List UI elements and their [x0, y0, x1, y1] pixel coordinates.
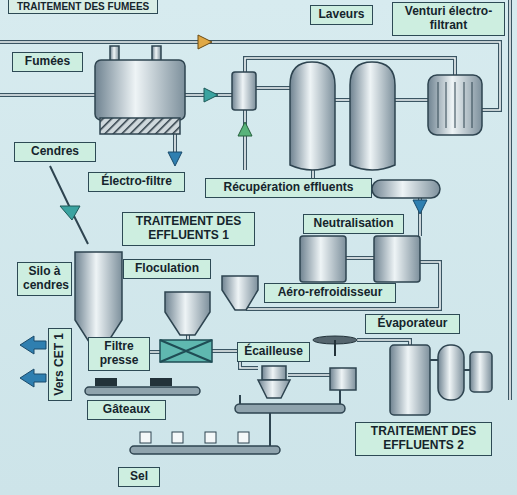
- label-text: Fumées: [18, 55, 77, 69]
- label-text: Cendres: [20, 145, 90, 159]
- junction-box: [232, 72, 256, 110]
- label-box: Silo à cendres: [17, 262, 72, 296]
- label-box: Cendres: [14, 142, 96, 162]
- label-box: Vers CET 1: [48, 328, 72, 401]
- filter-press: [160, 340, 212, 362]
- air-cooler: [313, 336, 357, 356]
- ash-line: [50, 166, 88, 244]
- ash-silo: [75, 252, 122, 345]
- flow-arrow: [60, 206, 80, 220]
- label-box: Écailleuse: [237, 342, 310, 362]
- cake-conveyor: [85, 378, 200, 395]
- flow-arrow: [204, 88, 218, 102]
- label-text: Silo à cendres: [23, 265, 66, 293]
- label-text: TRAITEMENT DES EFFLUENTS 1: [128, 215, 249, 243]
- label-box: Neutralisation: [303, 214, 404, 234]
- flaker: [235, 366, 356, 413]
- label-text: Neutralisation: [309, 217, 398, 231]
- label-box: Sel: [118, 467, 160, 487]
- scrubber: [290, 62, 335, 170]
- label-text: Électro-filtre: [94, 175, 179, 189]
- flow-arrow: [198, 35, 212, 49]
- label-box: Fumées: [12, 52, 83, 72]
- label-box: TRAITEMENT DES EFFLUENTS 1: [122, 212, 255, 246]
- label-text: TRAITEMENT DES EFFLUENTS 2: [361, 425, 486, 453]
- label-text: Laveurs: [316, 8, 367, 22]
- label-box: Floculation: [123, 259, 211, 279]
- label-text: Évaporateur: [371, 317, 454, 331]
- label-text: Gâteaux: [93, 403, 160, 417]
- label-text: Venturi électro-filtrant: [398, 5, 499, 33]
- diagram-title: TRAITEMENT DES FUMEES: [8, 0, 158, 14]
- electro-filter: [95, 46, 185, 134]
- flocculation-hopper: [165, 292, 210, 335]
- label-box: TRAITEMENT DES EFFLUENTS 2: [355, 422, 492, 456]
- neutralisation-tank: [300, 236, 346, 282]
- label-box: Évaporateur: [365, 314, 460, 334]
- label-box: Électro-filtre: [88, 172, 185, 192]
- flow-arrow: [168, 152, 182, 166]
- scrubber: [350, 62, 395, 170]
- venturi: [428, 75, 482, 135]
- label-text: Floculation: [129, 262, 205, 276]
- flow-arrow: [238, 122, 252, 136]
- evaporator: [390, 345, 492, 415]
- label-box: Aéro-refroidisseur: [264, 283, 396, 303]
- label-text: Aéro-refroidisseur: [270, 286, 390, 300]
- label-box: Venturi électro-filtrant: [392, 2, 505, 36]
- label-box: Récupération effluents: [205, 178, 372, 198]
- label-box: Gâteaux: [87, 400, 166, 420]
- label-text: Écailleuse: [243, 345, 304, 359]
- output-arrow: [20, 369, 46, 387]
- label-text: Vers CET 1: [53, 333, 67, 396]
- output-arrow: [20, 336, 46, 354]
- neutralisation-tank: [374, 236, 420, 282]
- hopper: [222, 276, 258, 310]
- effluent-tank: [372, 180, 440, 198]
- label-text: Récupération effluents: [211, 181, 366, 195]
- label-box: Laveurs: [310, 5, 373, 25]
- label-text: Filtre presse: [94, 340, 144, 368]
- flow-arrow: [413, 200, 427, 214]
- label-box: Filtre presse: [88, 337, 150, 371]
- pipes: [0, 0, 510, 400]
- label-text: Sel: [124, 470, 154, 484]
